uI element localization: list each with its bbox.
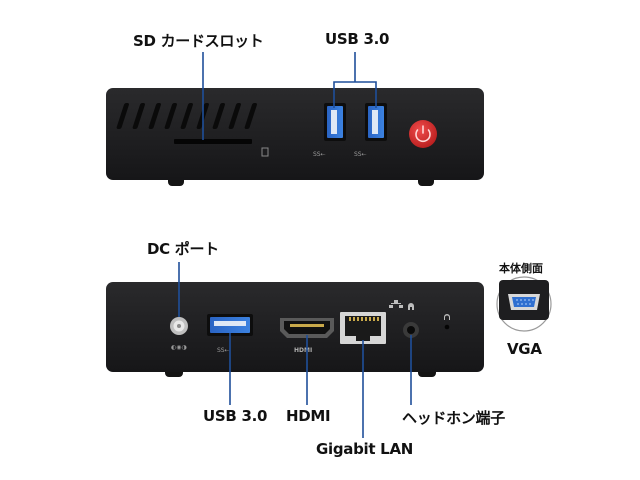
sd-card-icon xyxy=(261,147,269,157)
rear-callout-lines xyxy=(178,262,412,438)
hdmi-port xyxy=(280,318,334,338)
rear-usb-mark: SS⇠ xyxy=(217,347,230,354)
power-button xyxy=(409,120,437,148)
ethernet-port xyxy=(340,312,386,344)
label-vga: VGA xyxy=(507,340,542,358)
front-usb-port-1 xyxy=(324,103,346,141)
rear-pinhole xyxy=(444,324,450,330)
rear-usb-port xyxy=(207,314,253,336)
dc-power-jack xyxy=(170,317,188,335)
rear-panel: ◐◉◑ SS⇠ HDMI xyxy=(106,282,484,377)
front-usb-1-mark: SS⇠ xyxy=(313,151,326,158)
front-usb-port-2 xyxy=(365,103,387,141)
side-inset xyxy=(496,276,552,332)
headphone-jack xyxy=(403,322,419,338)
label-headphone-jack: ヘッドホン端子 xyxy=(402,409,505,427)
mic-icon xyxy=(444,314,450,320)
label-rear-usb-30: USB 3.0 xyxy=(203,407,268,425)
front-usb-2-mark: SS⇠ xyxy=(354,151,367,158)
label-sd-card-slot: SD カードスロット xyxy=(133,32,264,50)
hdmi-mark: HDMI xyxy=(294,347,312,354)
front-callout-lines xyxy=(202,52,377,140)
front-panel: SS⇠ SS⇠ xyxy=(106,88,484,186)
dc-polarity-icon: ◐◉◑ xyxy=(171,344,187,351)
vga-port xyxy=(508,294,540,310)
label-dc-port: DC ポート xyxy=(147,240,219,258)
label-gigabit-lan: Gigabit LAN xyxy=(316,440,414,458)
front-chassis xyxy=(106,88,484,180)
label-hdmi: HDMI xyxy=(286,407,331,425)
sd-card-slot xyxy=(174,139,252,144)
network-icon xyxy=(389,300,403,308)
headphone-icon xyxy=(408,303,414,310)
label-front-usb-30: USB 3.0 xyxy=(325,30,390,48)
label-side-inset-title: 本体側面 xyxy=(499,262,543,275)
